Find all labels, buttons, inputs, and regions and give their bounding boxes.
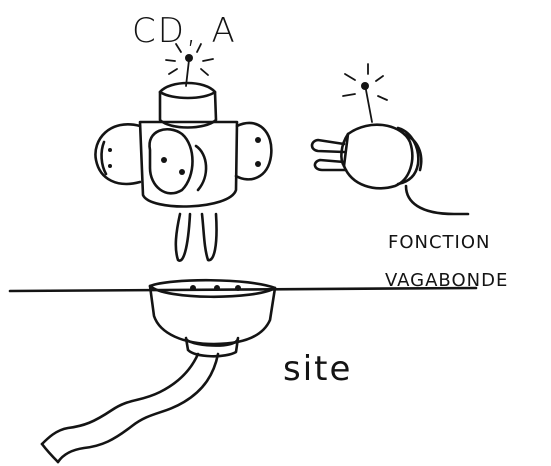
ribbon-cable [40,352,220,464]
plug-antenna-icon [342,63,388,123]
adapter-antenna-icon [165,43,214,87]
label-top: CD, A [132,11,237,51]
ground-line [8,286,478,293]
label-site: site [283,349,353,389]
label-function-line-1: FONCTION [388,232,491,253]
wandering-plug [310,63,470,216]
wall-socket [8,278,478,358]
multi-socket-adapter [94,43,273,262]
label-function-line-2: VAGABONDE [385,270,509,291]
